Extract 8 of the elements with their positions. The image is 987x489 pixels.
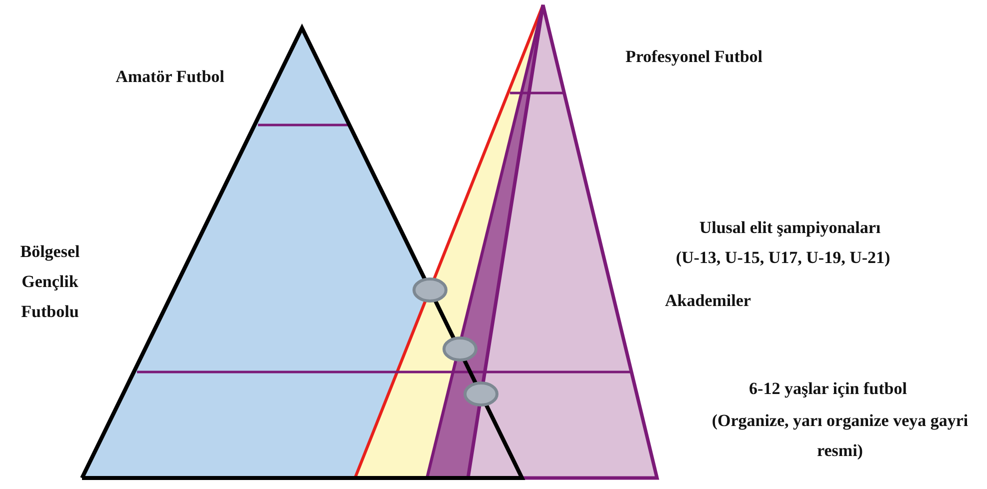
diagram-label: (U-13, U-15, U17, U-19, U-21) (674, 247, 892, 269)
diagram-label: (Organize, yarı organize veya gayri resmi) (710, 410, 970, 462)
diagram-label: 6-12 yaşlar için futbol (748, 378, 908, 400)
diagram-label: Akademiler (664, 290, 752, 312)
diagram-label: Ulusal elit şampiyonaları (698, 217, 882, 239)
diagram-label: Bölgesel Gençlik Futbolu (19, 241, 81, 322)
diagram-label: Profesyonel Futbol (624, 46, 764, 68)
diagram-label: Amatör Futbol (114, 66, 226, 88)
